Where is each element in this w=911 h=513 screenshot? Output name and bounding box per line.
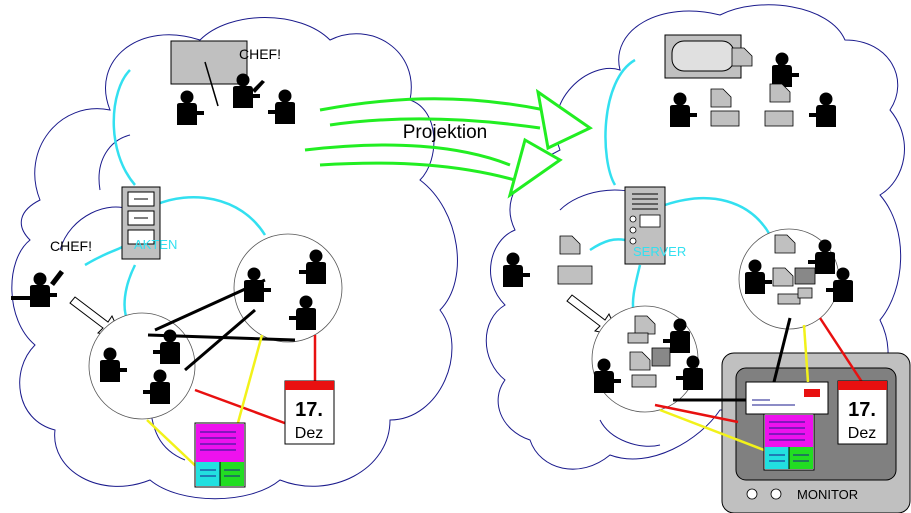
link-yellow [146, 419, 201, 471]
calendar-month: Dez [848, 425, 876, 442]
right-meeting-group [664, 34, 836, 127]
akten-label: AKTEN [134, 237, 177, 252]
server-icon [624, 186, 666, 265]
calendar-right: 17. Dez [837, 380, 888, 445]
link-yellow [659, 408, 765, 452]
cyan-link [112, 69, 136, 186]
chef-side-person [11, 270, 64, 307]
document-right [763, 413, 815, 471]
monitor-label: MONITOR [797, 487, 858, 502]
document-left [194, 422, 246, 488]
message-window [745, 381, 829, 415]
akten-cabinet [121, 186, 161, 260]
link-red [654, 403, 739, 424]
link-yellow [234, 334, 264, 431]
cyan-link [604, 58, 636, 186]
cyan-link [154, 195, 267, 236]
cyan-link [664, 197, 772, 236]
projection-arrows [304, 88, 593, 199]
link-red [818, 317, 864, 383]
chef-label-side: CHEF! [50, 238, 92, 254]
link-yellow [802, 324, 810, 383]
link-black [772, 317, 792, 383]
chef-label-top: CHEF! [239, 46, 281, 62]
side-workstation [503, 235, 593, 287]
calendar-left: 17. Dez [284, 380, 335, 445]
left-meeting-group: CHEF! [170, 40, 295, 125]
projection-label: Projektion [403, 122, 488, 143]
calendar-day: 17. [295, 399, 323, 421]
calendar-day: 17. [848, 399, 876, 421]
calendar-month: Dez [295, 425, 323, 442]
cyan-link [589, 238, 626, 252]
server-label: SERVER [633, 244, 686, 259]
link-black [184, 308, 256, 372]
